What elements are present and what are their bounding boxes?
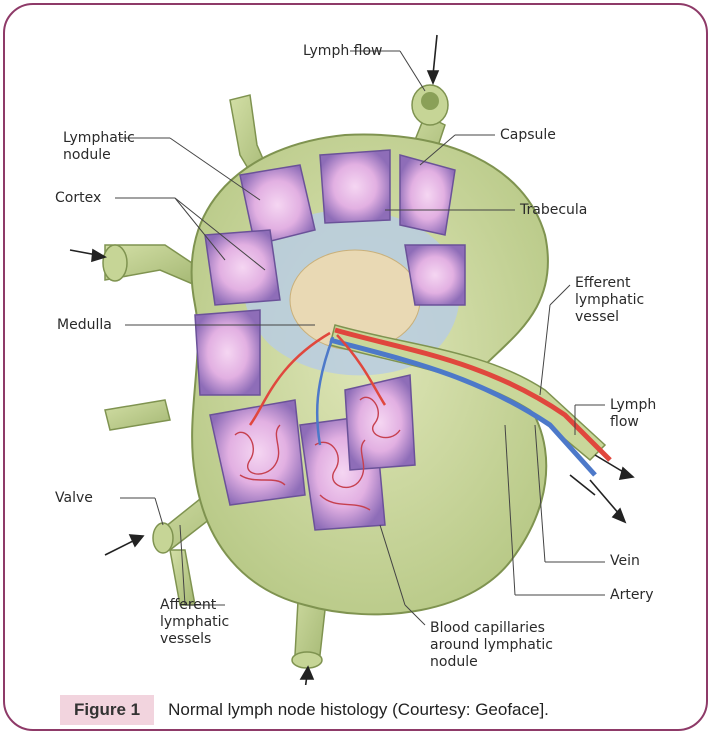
lymph-node-diagram [45, 5, 685, 685]
afferent-vessel-left-lower [105, 400, 170, 430]
label-afferent-lymphatic-vessels: Afferent lymphatic vessels [160, 597, 240, 648]
figure-number-badge: Figure 1 [60, 695, 154, 725]
label-vein: Vein [610, 553, 640, 570]
label-valve: Valve [55, 490, 93, 507]
label-lymph-flow-top: Lymph flow [303, 43, 383, 60]
label-cortex: Cortex [55, 190, 101, 207]
label-blood-capillaries: Blood capillaries around lymphatic nodul… [430, 620, 585, 671]
lymph-node-illustration: Lymph flow Lymphatic nodule Capsule Cort… [45, 5, 685, 685]
label-artery: Artery [610, 587, 653, 604]
label-medulla: Medulla [57, 317, 112, 334]
label-capsule: Capsule [500, 127, 556, 144]
label-lymphatic-nodule: Lymphatic nodule [63, 130, 151, 164]
figure-frame: Lymph flow Lymphatic nodule Capsule Cort… [3, 3, 708, 731]
label-lymph-flow-right: Lymph flow [610, 397, 670, 431]
figure-caption-text: Normal lymph node histology (Courtesy: G… [168, 700, 549, 720]
label-trabecula: Trabecula [520, 202, 587, 219]
figure-caption: Figure 1 Normal lymph node histology (Co… [60, 695, 549, 725]
label-efferent-lymphatic-vessel: Efferent lymphatic vessel [575, 275, 665, 326]
afferent-vessel-left [103, 245, 195, 285]
